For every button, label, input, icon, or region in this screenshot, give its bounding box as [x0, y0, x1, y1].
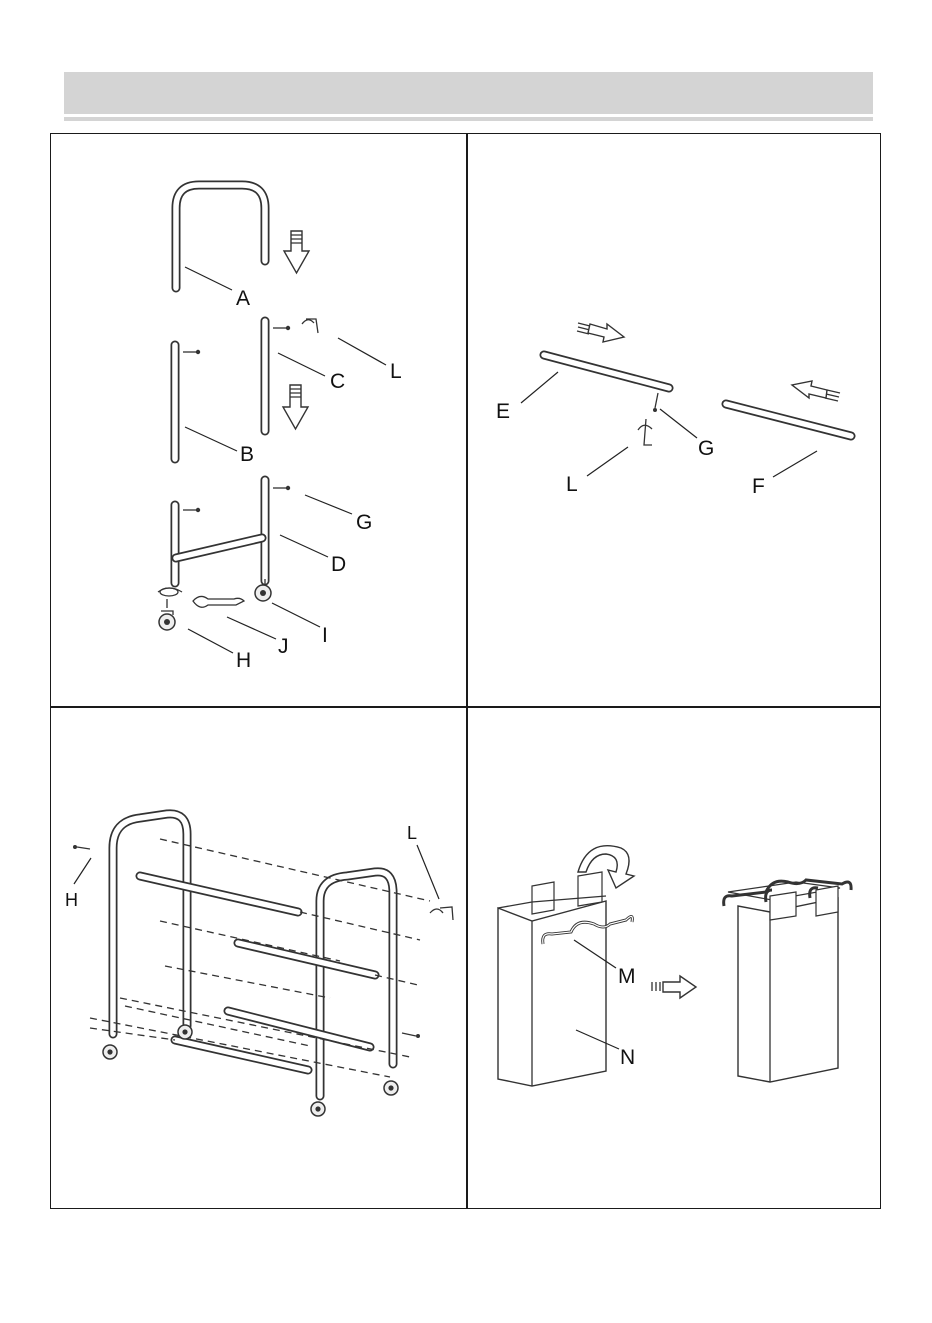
label-g-step1: G [356, 511, 372, 534]
label-c: C [330, 370, 345, 393]
wrench-icon [193, 596, 244, 607]
label-d: D [331, 553, 346, 576]
part-a-frame [176, 185, 265, 288]
right-arrow-icon [577, 323, 624, 342]
label-m: M [618, 965, 636, 988]
step-1-panel: A B C L G D [50, 133, 466, 706]
part-n-laundry-bag [498, 872, 606, 1086]
screw-icon [273, 326, 290, 330]
label-e: E [496, 400, 510, 423]
label-l-step1: L [390, 360, 402, 383]
down-arrow-icon [284, 231, 309, 273]
label-h-step1: H [236, 649, 251, 672]
part-f-tube [726, 404, 851, 436]
part-d-base-frame [175, 480, 265, 583]
header-rule [64, 117, 873, 121]
allen-key-icon [430, 907, 453, 920]
header-bar [64, 72, 873, 114]
label-i: I [322, 624, 328, 647]
assembled-laundry-bag [724, 880, 851, 1082]
step-2-panel: E G L F [466, 133, 881, 706]
label-n: N [620, 1046, 635, 1069]
label-h-step3: H [65, 890, 78, 910]
screw-icon [183, 486, 290, 512]
right-arrow-icon [652, 976, 696, 998]
down-arrow-icon [283, 385, 308, 429]
part-e-tube [544, 355, 669, 388]
label-f: F [752, 475, 765, 498]
label-l-step2: L [566, 473, 578, 496]
label-a: A [236, 287, 250, 310]
screw-icon [183, 350, 200, 354]
label-j: J [278, 635, 289, 658]
screw-icon [653, 393, 658, 412]
label-b: B [240, 443, 254, 466]
assembled-cart-frame [113, 814, 393, 1096]
step-3-panel: H L [50, 706, 466, 1209]
step-4-panel: M N [466, 706, 881, 1209]
allen-key-icon [302, 319, 318, 333]
label-l-step3: L [407, 823, 417, 843]
left-arrow-icon [792, 381, 840, 401]
label-g-step2: G [698, 437, 714, 460]
allen-key-icon [638, 419, 652, 445]
caster-wheel-icon [159, 588, 178, 630]
